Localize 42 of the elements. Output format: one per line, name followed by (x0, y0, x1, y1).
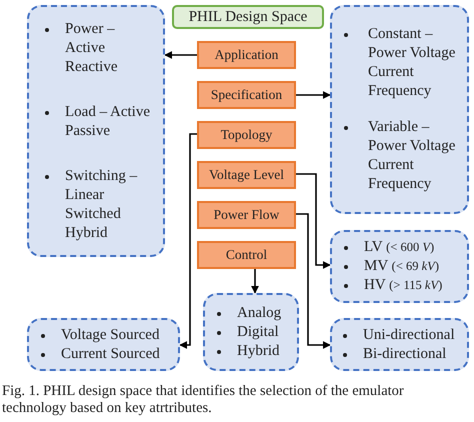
list-item: HV (> 115 kV) (364, 276, 444, 295)
node-label: Power Flow (214, 207, 280, 223)
list-item: LV (< 600 V) (364, 238, 436, 257)
attribute-box (197, 201, 296, 229)
option-list-box (27, 318, 180, 371)
arrow (179, 133, 197, 349)
list-item: Power – Active Reactive (65, 20, 118, 76)
list-item: Current Sourced (61, 344, 161, 364)
node-label: Specification (210, 87, 282, 103)
list-item: Bi-directional (363, 344, 448, 364)
arrow (164, 51, 197, 59)
option-list-box (203, 293, 299, 371)
list-item: Digital (237, 322, 280, 342)
attribute-box (197, 41, 296, 69)
attribute-box (197, 121, 296, 149)
title-box (172, 5, 324, 29)
option-list-box (330, 230, 469, 303)
node-label: PHIL Design Space (188, 8, 308, 26)
arrow (296, 213, 331, 349)
list-item: Hybrid (237, 342, 280, 360)
attribute-box (197, 81, 296, 109)
arrow (251, 269, 259, 294)
node-label: Control (226, 247, 268, 263)
arrow (296, 173, 331, 269)
node-label: Topology (220, 127, 272, 143)
list-item: Analog (237, 304, 282, 322)
option-list-box (330, 5, 469, 214)
list-item: Load – Active Passive (65, 102, 151, 140)
list-item: MV (< 69 kV) (364, 257, 440, 276)
list-item: Switching – Linear Switched Hybrid (65, 166, 138, 242)
option-list-box (330, 318, 469, 371)
list-item: Voltage Sourced (61, 326, 160, 344)
list-item: Constant – Power Voltage Current Frequency (368, 25, 456, 101)
node-label: Application (214, 47, 278, 63)
figure-caption: Fig. 1. PHIL design space that identifies the selection of the emulator technology based on key atrtributes. (2, 383, 405, 417)
list-item: Uni-directional (363, 326, 456, 344)
attribute-box (197, 161, 296, 189)
attribute-box (197, 241, 296, 269)
option-list-box (27, 5, 165, 257)
arrow (296, 91, 331, 99)
node-label: Voltage Level (208, 167, 284, 183)
list-item: Variable – Power Voltage Current Frequency (368, 118, 456, 194)
